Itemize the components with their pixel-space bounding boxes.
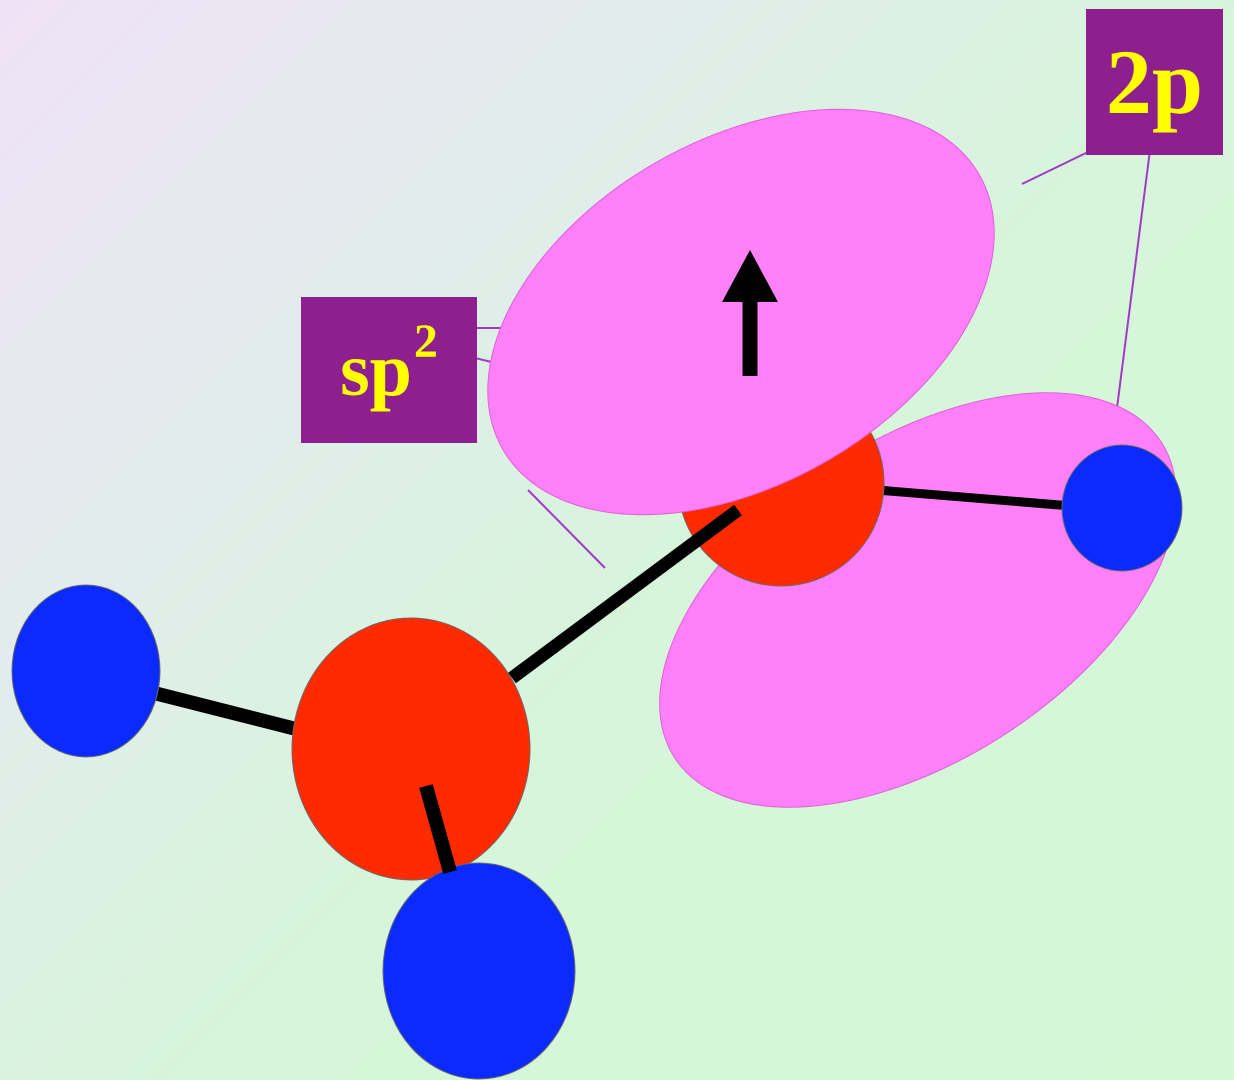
pointer-line-2p-upper	[1021, 151, 1089, 185]
bond-left-atom-to-right-atom	[508, 504, 742, 684]
peripheral-atom-left	[11, 584, 161, 758]
bond-left-atom-to-bottom-atom	[419, 784, 457, 874]
spin-arrow-icon	[722, 250, 778, 302]
pointer-line-sp2-lower	[527, 489, 606, 569]
label-sp2-text: sp	[340, 328, 412, 412]
peripheral-atom-bottom	[382, 862, 576, 1080]
pointer-line-2p-lower	[1116, 149, 1151, 409]
2p-orbital-lobe	[487, 108, 995, 516]
peripheral-atom-upper-right	[1061, 444, 1183, 572]
central-atom-left	[291, 617, 531, 881]
label-2p-orbital: 2p	[1086, 9, 1223, 155]
label-sp2-superscript: 2	[413, 315, 438, 368]
label-2p-text: 2p	[1105, 31, 1204, 133]
